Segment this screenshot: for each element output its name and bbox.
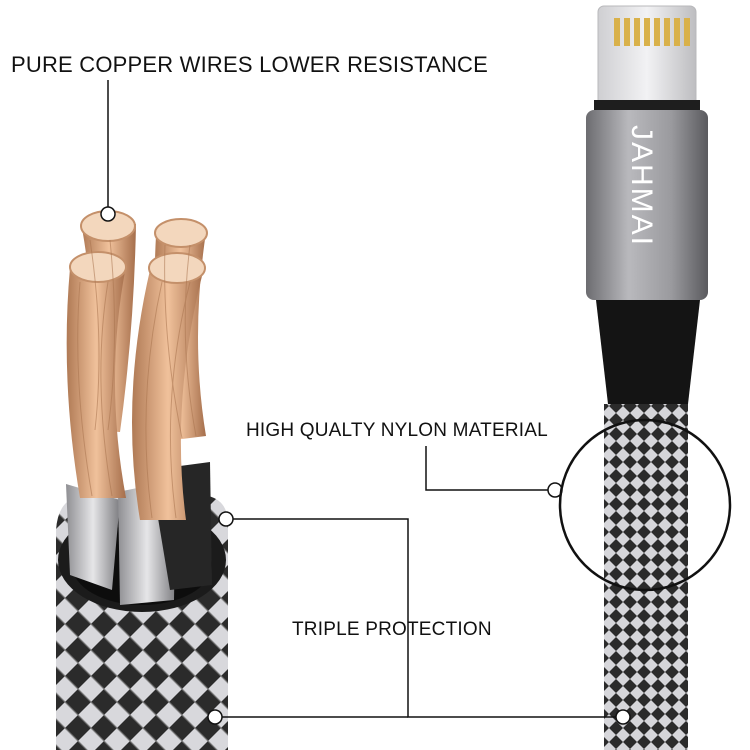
cut-cable (56, 210, 228, 750)
nylon-material-label: HIGH QUALTY NYLON MATERIAL (246, 420, 548, 441)
callout-dots (100, 206, 631, 725)
brand-logo: JAHMAI (625, 125, 658, 247)
strain-relief (596, 300, 700, 404)
magnifier-circle (558, 418, 732, 592)
callout-lines (107, 80, 622, 718)
lightning-connector: JAHMAI (586, 5, 708, 750)
connector-housing (586, 110, 708, 300)
insulation-sleeve (66, 484, 120, 590)
copper-wire (132, 252, 206, 520)
copper-wires-label: PURE COPPER WIRES LOWER RESISTANCE (11, 52, 489, 77)
callout-dot (100, 206, 116, 222)
braided-cable (604, 404, 688, 750)
callout-dot (615, 709, 631, 725)
callout-dot (207, 709, 223, 725)
connector-pins (614, 18, 690, 46)
callout-dot (218, 511, 234, 527)
triple-protection-label: TRIPLE PROTECTION (292, 619, 492, 640)
